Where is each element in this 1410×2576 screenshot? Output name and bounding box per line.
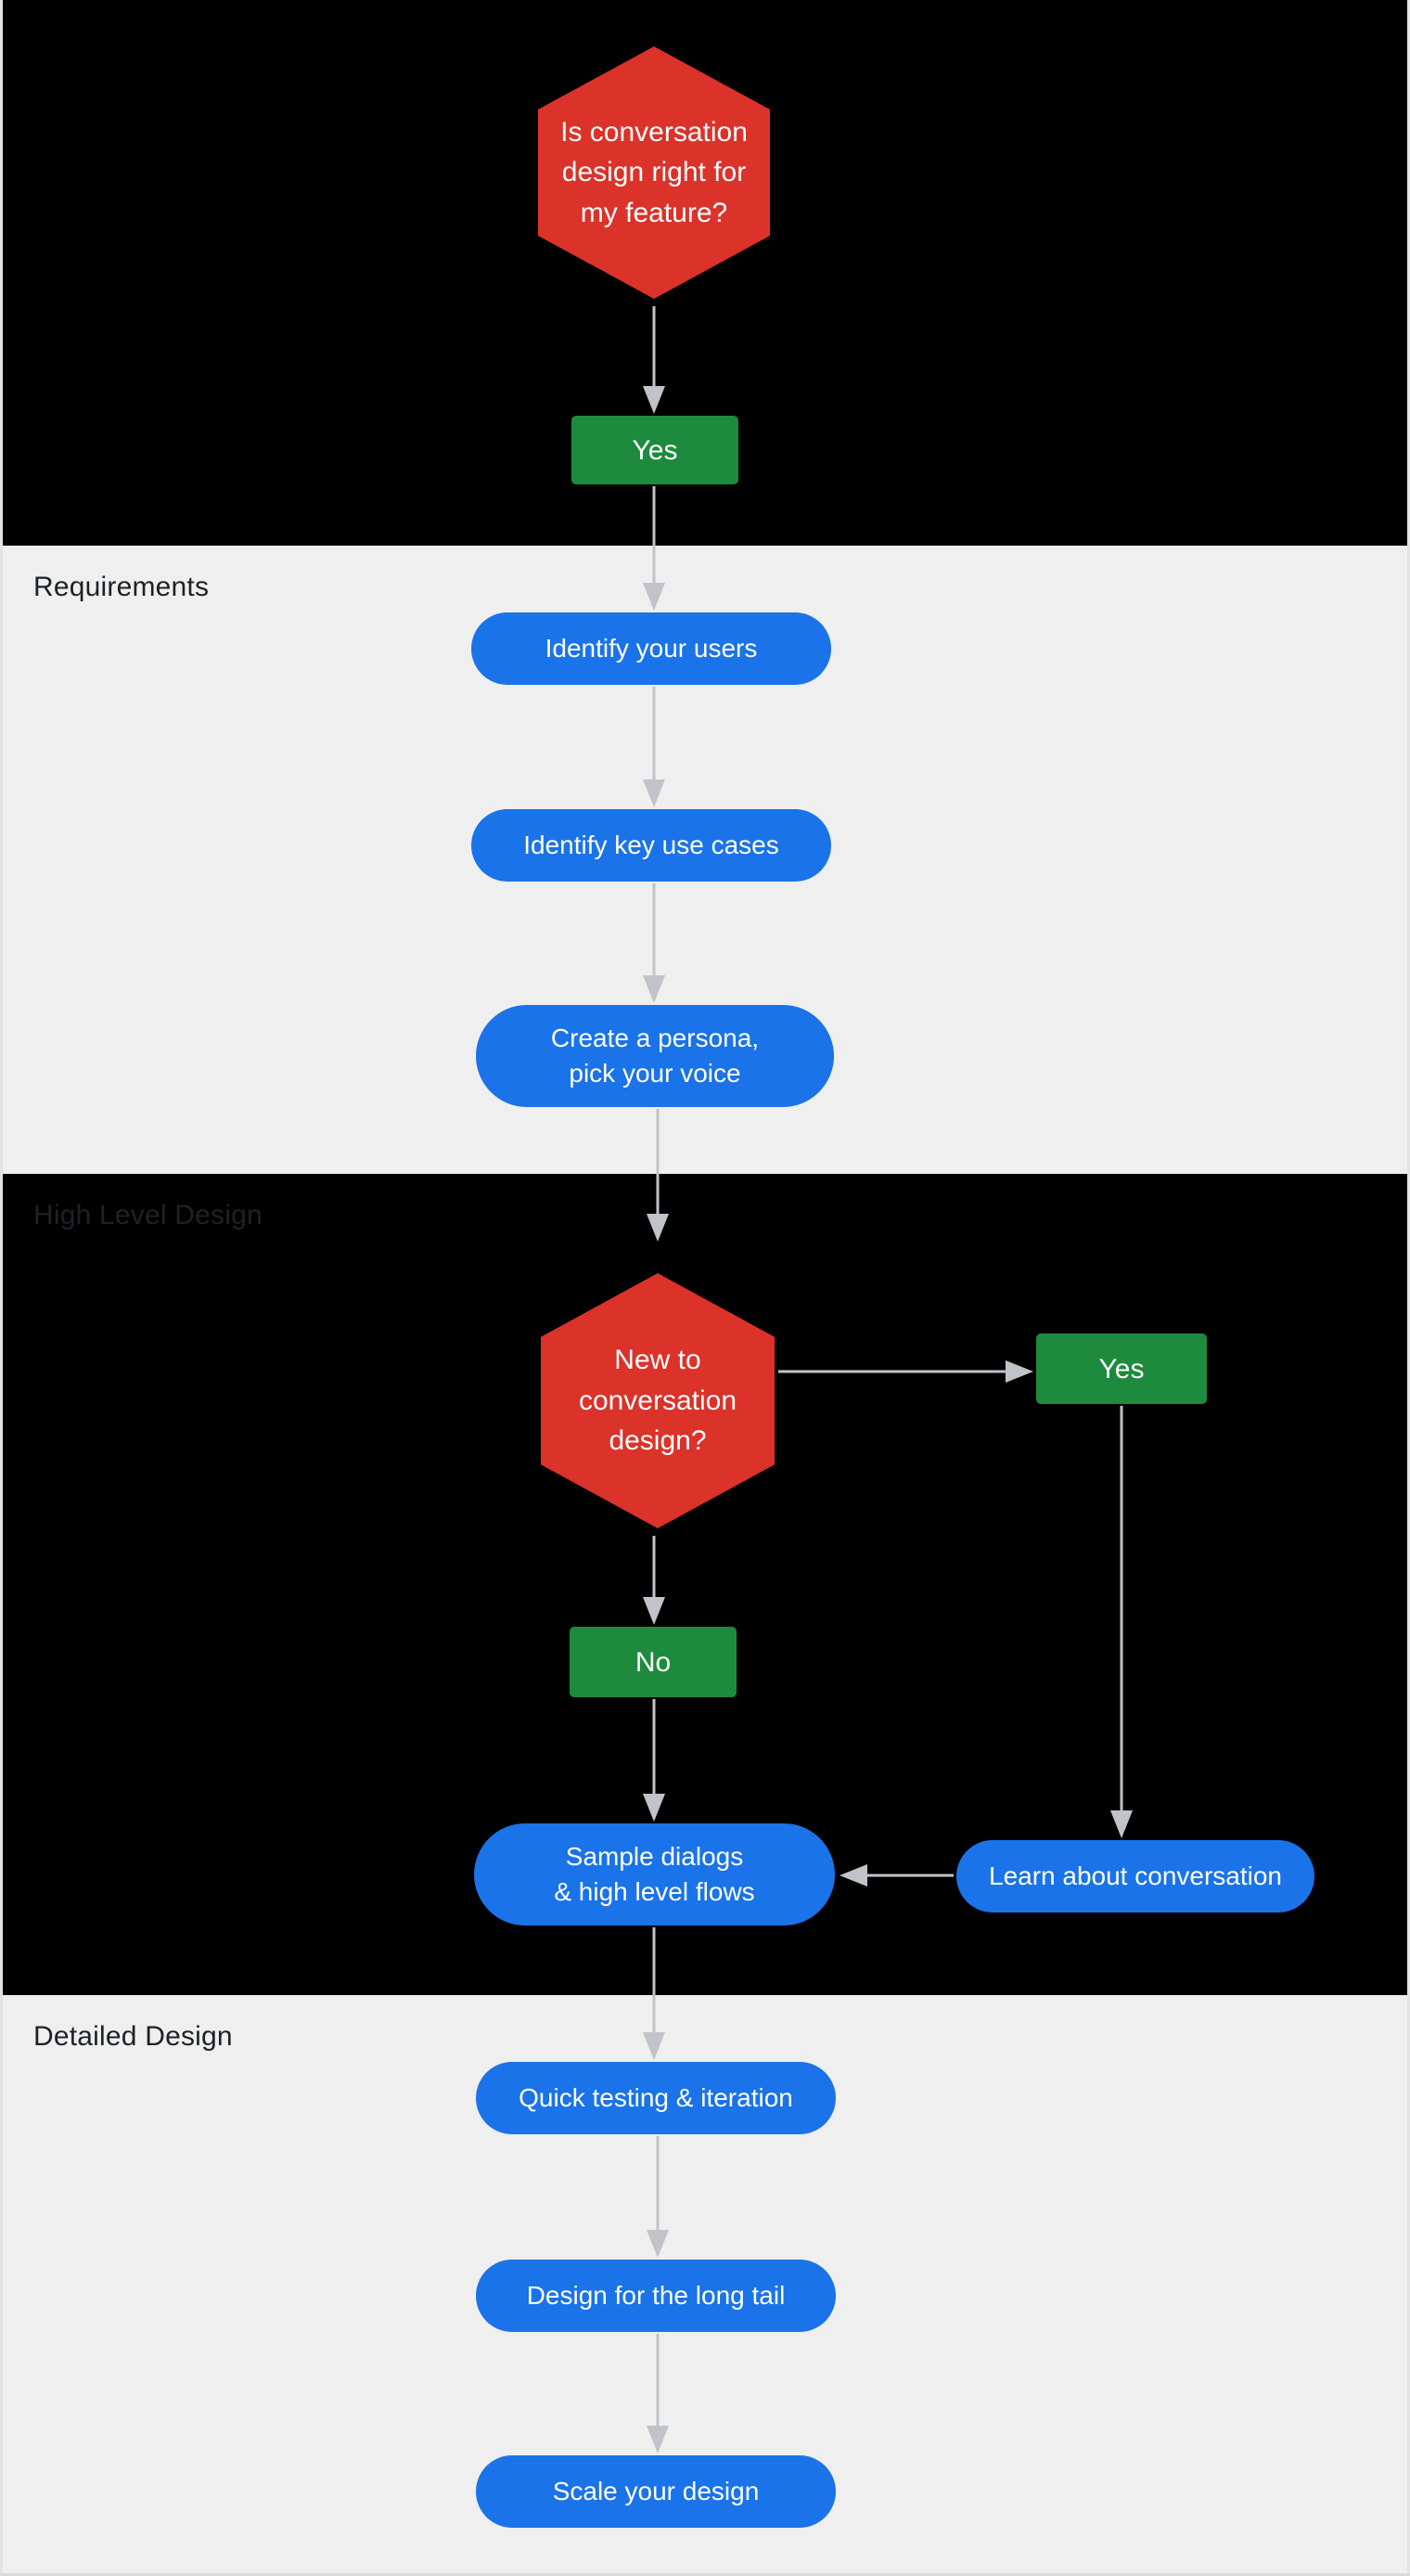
node-identify-use-cases[interactable]: Identify key use cases (471, 809, 831, 882)
node-sample-dialogs[interactable]: Sample dialogs & high level flows (474, 1823, 835, 1926)
node-label-create-persona: Create a persona, pick your voice (550, 1024, 760, 1088)
node-q-right-for-feature[interactable]: Is conversation design right for my feat… (538, 46, 770, 299)
node-identify-users[interactable]: Identify your users (471, 612, 831, 685)
node-label-no-1: No (634, 1646, 672, 1678)
node-yes-1[interactable]: Yes (571, 416, 738, 484)
section-label-requirements: Requirements (33, 572, 210, 602)
node-q-new-to-cd[interactable]: New to conversation design? (541, 1273, 775, 1528)
node-label-sample-dialogs: Sample dialogs & high level flows (554, 1842, 755, 1906)
node-label-q-right-for-feature: Is conversation design right for my feat… (560, 116, 748, 228)
node-long-tail[interactable]: Design for the long tail (476, 2260, 836, 2332)
node-label-q-new-to-cd: New to conversation design? (578, 1345, 737, 1457)
node-label-yes-2: Yes (1098, 1353, 1145, 1385)
node-label-identify-use-cases: Identify key use cases (523, 831, 779, 860)
section-label-detailed: Detailed Design (33, 2021, 233, 2052)
node-learn-conversation[interactable]: Learn about conversation (956, 1840, 1314, 1913)
node-label-quick-testing: Quick testing & iteration (519, 2083, 793, 2113)
section-label-high-level: High Level Design (33, 1200, 263, 1230)
bottom-edge-rule (0, 2573, 1410, 2576)
node-label-long-tail: Design for the long tail (526, 2281, 786, 2311)
node-label-learn-conversation: Learn about conversation (989, 1861, 1282, 1891)
node-label-identify-users: Identify your users (545, 634, 758, 663)
node-label-scale-design: Scale your design (552, 2477, 760, 2506)
left-edge-rule (0, 0, 3, 2576)
node-yes-2[interactable]: Yes (1036, 1333, 1207, 1404)
node-create-persona[interactable]: Create a persona, pick your voice (476, 1005, 834, 1107)
right-edge-rule (1407, 0, 1410, 2576)
node-quick-testing[interactable]: Quick testing & iteration (476, 2062, 836, 2134)
node-label-yes-1: Yes (632, 434, 678, 466)
node-no-1[interactable]: No (570, 1627, 737, 1697)
node-scale-design[interactable]: Scale your design (476, 2455, 836, 2528)
